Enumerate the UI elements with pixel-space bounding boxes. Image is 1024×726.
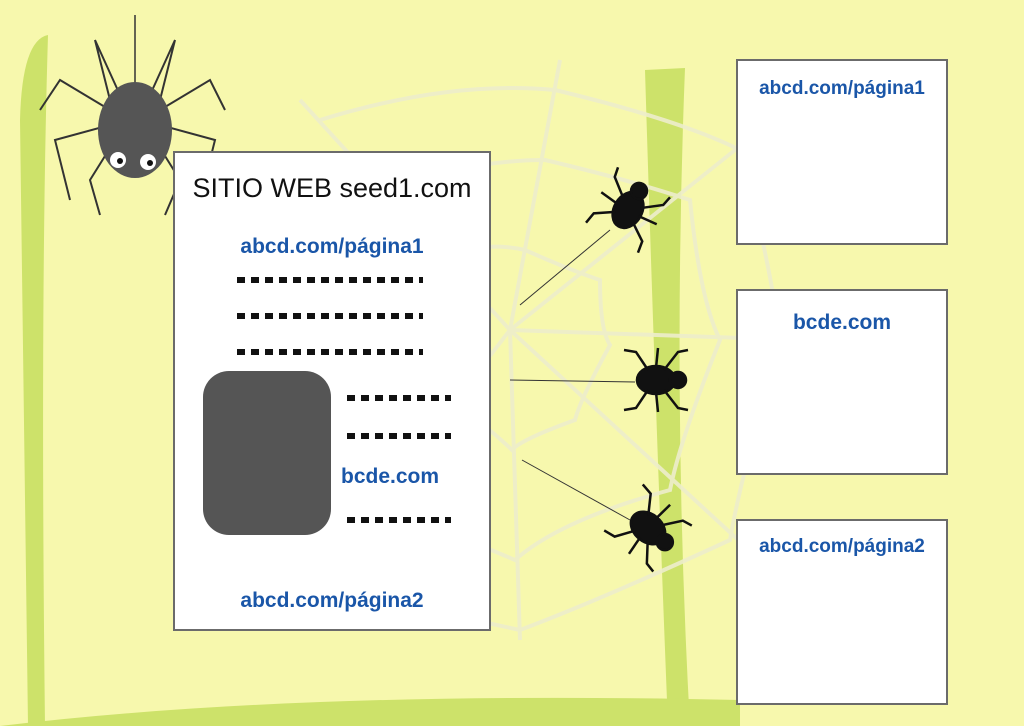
crawled-page-label: bcde.com — [792, 311, 892, 334]
text-placeholder — [347, 395, 451, 401]
crawled-page-2: bcde.com — [736, 289, 948, 475]
crawled-page-label: abcd.com/página2 — [759, 536, 925, 557]
text-placeholder — [347, 433, 451, 439]
big-spider-icon — [39, 15, 226, 216]
link-pagina1[interactable]: abcd.com/página1 — [240, 235, 424, 258]
seed-website-page: SITIO WEB seed1.com abcd.com/página1 bcd… — [173, 151, 491, 631]
crawled-page-1: abcd.com/página1 — [736, 59, 948, 245]
link-pagina2[interactable]: abcd.com/página2 — [240, 589, 424, 612]
text-placeholder — [347, 517, 451, 523]
image-placeholder — [203, 371, 331, 535]
text-placeholder — [237, 277, 423, 283]
crawler-spider-icon — [585, 166, 693, 573]
text-placeholder — [237, 349, 423, 355]
seed-site-title: SITIO WEB seed1.com — [192, 173, 472, 203]
crawled-page-3: abcd.com/página2 — [736, 519, 948, 705]
text-placeholder — [237, 313, 423, 319]
link-bcde[interactable]: bcde.com — [341, 465, 440, 488]
crawled-page-label: abcd.com/página1 — [759, 78, 925, 99]
